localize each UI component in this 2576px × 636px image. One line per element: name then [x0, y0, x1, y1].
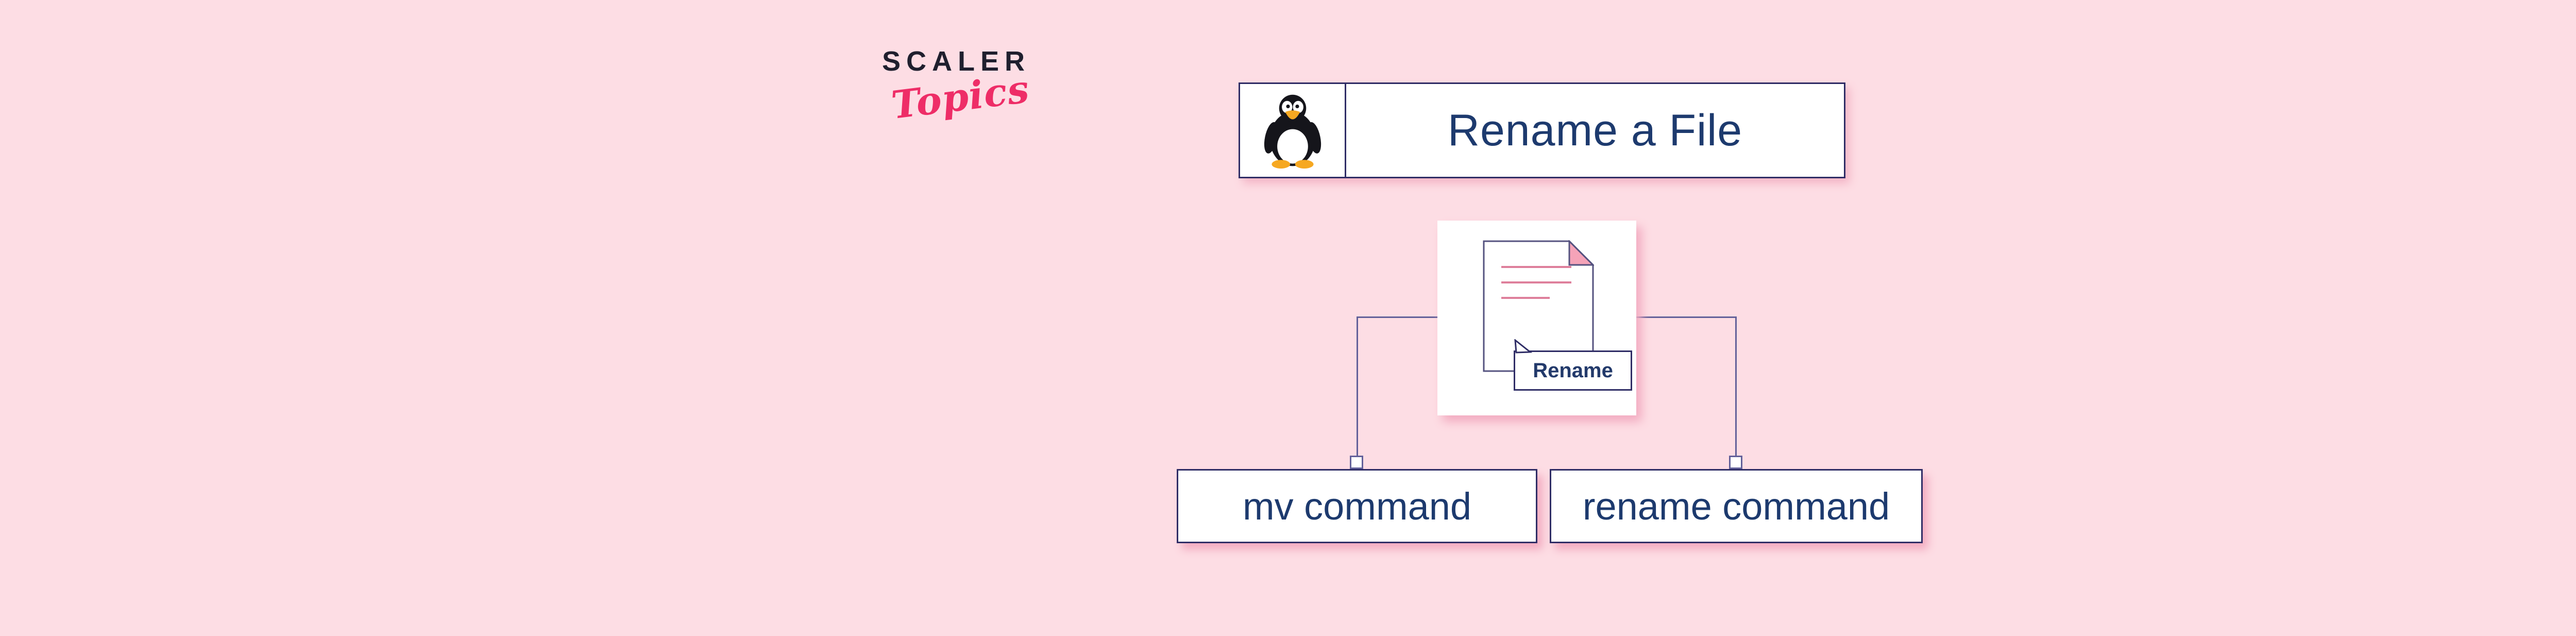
linux-tux-icon: [1240, 84, 1346, 177]
connector-left-vertical: [1357, 316, 1358, 457]
mv-command-label: mv command: [1242, 484, 1472, 528]
logo-script-text: Topics: [889, 66, 1032, 128]
connector-right-vertical: [1735, 316, 1737, 457]
page-title: Rename a File: [1447, 105, 1743, 155]
title-card: Rename a File: [1239, 82, 1845, 178]
connector-left-horizontal: [1357, 316, 1437, 318]
mv-command-box: mv command: [1177, 469, 1537, 543]
connector-right-horizontal: [1636, 316, 1736, 318]
document-icon: [1483, 240, 1594, 372]
connector-node-left: [1350, 456, 1363, 469]
connector-node-right: [1729, 456, 1742, 469]
rename-command-box: rename command: [1550, 469, 1923, 543]
tag-pointer-icon: [1514, 339, 1533, 354]
logo-brand-text: SCALER: [882, 46, 1031, 77]
scaler-topics-logo: SCALER Topics: [882, 45, 1057, 128]
rename-tag-label: Rename: [1533, 359, 1613, 382]
rename-tag: Rename: [1514, 339, 1632, 391]
rename-command-label: rename command: [1582, 484, 1890, 528]
